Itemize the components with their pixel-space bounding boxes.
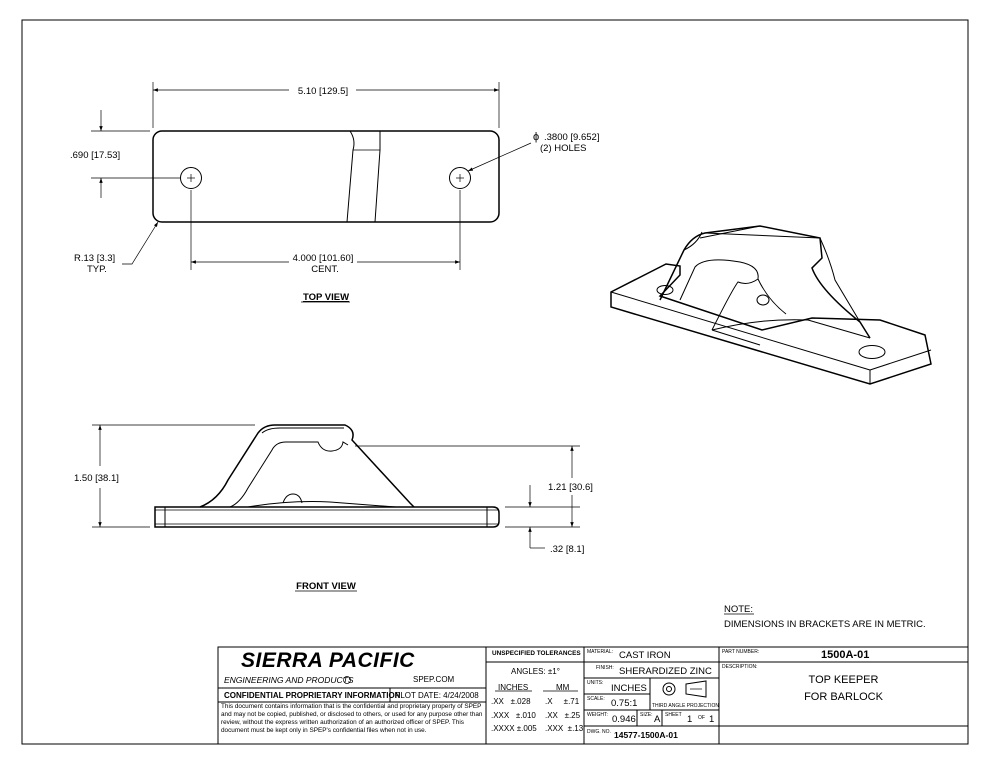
- tolerance-inches-1: .XX ±.028: [491, 697, 531, 706]
- size-value: A: [654, 714, 661, 725]
- tolerance-inches-header: INCHES: [498, 683, 529, 692]
- tolerance-title: UNSPECIFIED TOLERANCES: [492, 650, 581, 657]
- dim-hole-phi: ϕ: [533, 131, 539, 143]
- front-view: 1.50 [38.1] 1.21 [30.6] .32 [8.1] FRONT …: [74, 424, 593, 592]
- dim-base-thickness: .32 [8.1]: [550, 544, 584, 555]
- dim-inner-height: 1.21 [30.6]: [548, 482, 593, 493]
- dim-width: .690 [17.53]: [70, 150, 120, 161]
- projection-label: THIRD ANGLE PROJECTION: [652, 703, 719, 709]
- material-label: MATERIAL:: [587, 649, 614, 655]
- units-label: UNITS:: [587, 680, 604, 686]
- drawing-border: [21, 19, 969, 745]
- top-view: 5.10 [129.5] .690 [17.53] ϕ .3800 [9.652…: [70, 82, 599, 303]
- dim-radius-typ: TYP.: [87, 264, 107, 275]
- dim-hole-centers: 4.000 [101.60]: [293, 253, 354, 264]
- projection-cone-icon: [685, 680, 707, 698]
- projection-circle-icon: [662, 682, 676, 696]
- dim-hole-diameter: .3800 [9.652]: [544, 132, 599, 143]
- tolerance-angles: ANGLES: ±1°: [511, 667, 560, 676]
- tolerance-mm-1: .X ±.71: [545, 697, 580, 706]
- dim-overall-height: 1.50 [38.1]: [74, 473, 119, 484]
- part-number-label: PART NUMBER:: [722, 649, 760, 655]
- finish-value: SHERARDIZED ZINC: [619, 666, 712, 677]
- tolerance-inches-3: .XXXX ±.005: [491, 724, 537, 733]
- dim-hole-centers-note: CENT.: [311, 264, 338, 275]
- tolerance-mm-header: MM: [556, 683, 570, 692]
- top-view-outline: [152, 130, 500, 223]
- tolerance-mm-2: .XX ±.25: [545, 711, 581, 720]
- description-label: DESCRIPTION:: [722, 664, 758, 670]
- sheet-label: SHEET: [665, 712, 682, 718]
- sheet-of-label: OF: [698, 715, 705, 721]
- hole-right: [449, 167, 471, 189]
- dwg-label: DWG. NO.: [587, 729, 611, 735]
- weight-label: WEIGHT:: [587, 712, 608, 718]
- scale-value: 0.75:1: [611, 698, 638, 709]
- iso-hole-left: [656, 285, 674, 295]
- company-tagline: ENGINEERING AND PRODUCTS: [224, 675, 354, 685]
- confidential-title: CONFIDENTIAL PROPRIETARY INFORMATION: [224, 691, 401, 700]
- sheet-total: 1: [709, 714, 715, 725]
- dwg-number: 14577-1500A-01: [614, 730, 678, 740]
- plot-date: PLOT DATE: 4/24/2008: [395, 691, 479, 700]
- title-block-grid: [217, 646, 969, 745]
- dim-overall-length: 5.10 [129.5]: [298, 86, 348, 97]
- tolerance-inches-2: .XXX ±.010: [491, 711, 536, 720]
- confidential-text: This document contains information that …: [221, 703, 483, 734]
- finish-label: FINISH:: [596, 665, 614, 671]
- tolerance-mm-3: .XXX ±.13: [545, 724, 584, 733]
- description-line-1: TOP KEEPER: [808, 674, 879, 686]
- hole-left: [180, 167, 202, 189]
- size-label: SIZE:: [640, 712, 653, 718]
- dim-hole-count: (2) HOLES: [540, 143, 586, 154]
- note-title: NOTE:: [724, 604, 753, 615]
- isometric-view: [610, 225, 932, 385]
- description-line-2: FOR BARLOCK: [804, 691, 883, 703]
- company-website: SPEP.COM: [413, 675, 455, 684]
- units-value: INCHES: [611, 683, 647, 694]
- weight-value: 0.946: [612, 714, 636, 725]
- note-text: DIMENSIONS IN BRACKETS ARE IN METRIC.: [724, 619, 926, 630]
- part-number: 1500A-01: [821, 649, 870, 661]
- material-value: CAST IRON: [619, 650, 671, 661]
- dim-radius: R.13 [3.3]: [74, 253, 115, 264]
- registered-mark-icon: [343, 676, 351, 684]
- top-view-label: TOP VIEW: [303, 292, 349, 303]
- sheet-value: 1: [687, 714, 693, 725]
- company-name: SIERRA PACIFIC: [241, 649, 415, 672]
- iso-hole-right: [858, 345, 886, 359]
- front-view-label: FRONT VIEW: [296, 581, 356, 592]
- scale-label: SCALE:: [587, 696, 605, 702]
